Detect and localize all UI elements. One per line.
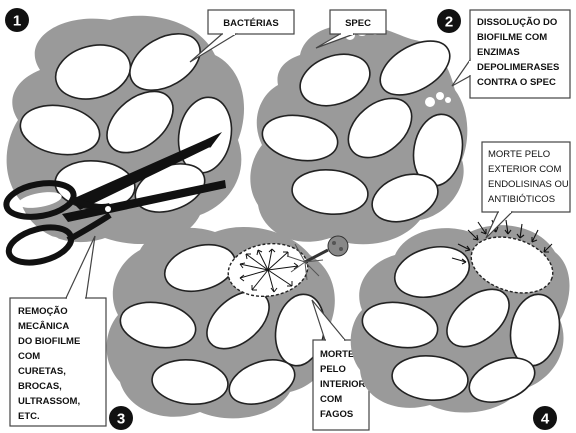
dissolution-label-line: DISSOLUÇÃO DO — [477, 17, 557, 28]
removal-label-line: REMOÇÃO — [18, 306, 68, 317]
panel-3-biofilm: 3 MORTE PELO INTERIOR COM FAGOS — [107, 227, 369, 430]
interior-label-line: COM — [320, 394, 342, 405]
exterior-label-line: ANTIBIÓTICOS — [488, 194, 555, 205]
spec-label: SPEC — [345, 18, 371, 29]
step-number-4: 4 — [541, 411, 550, 428]
exterior-label-line: MORTE PELO — [488, 149, 550, 160]
removal-label-line: COM — [18, 351, 40, 362]
dissolution-label-line: DEPOLIMERASES — [477, 62, 559, 73]
dissolving-matrix-bubble — [425, 97, 435, 107]
dissolution-label-line: ENZIMAS — [477, 47, 520, 58]
dissolution-label-line: CONTRA O SPEC — [477, 77, 556, 88]
step-number-2: 2 — [445, 14, 453, 31]
removal-label-line: BROCAS, — [18, 381, 62, 392]
dissolution-label-line: BIOFILME COM — [477, 32, 547, 43]
removal-label-line: ETC. — [18, 411, 40, 422]
bacteria-label: BACTÉRIAS — [223, 18, 278, 29]
interior-label-line: PELO — [320, 364, 346, 375]
removal-label-line: CURETAS, — [18, 366, 66, 377]
dissolving-matrix-bubble — [445, 97, 451, 103]
dissolving-matrix-bubble — [436, 92, 444, 100]
removal-label-line: DO BIOFILME — [18, 336, 80, 347]
step-number-3: 3 — [117, 411, 125, 428]
interior-label-line: FAGOS — [320, 409, 353, 420]
removal-label-line: ULTRASSOM, — [18, 396, 80, 407]
exterior-label-line: ENDOLISINAS OU — [488, 179, 569, 190]
removal-label-line: MECÂNICA — [18, 320, 69, 332]
dissolution-callout-pointer — [452, 60, 470, 86]
interior-label-line: INTERIOR — [320, 379, 366, 390]
exterior-label-line: EXTERIOR COM — [488, 164, 561, 175]
interior-label-line: MORTE — [320, 349, 354, 360]
step-number-1: 1 — [13, 13, 21, 30]
